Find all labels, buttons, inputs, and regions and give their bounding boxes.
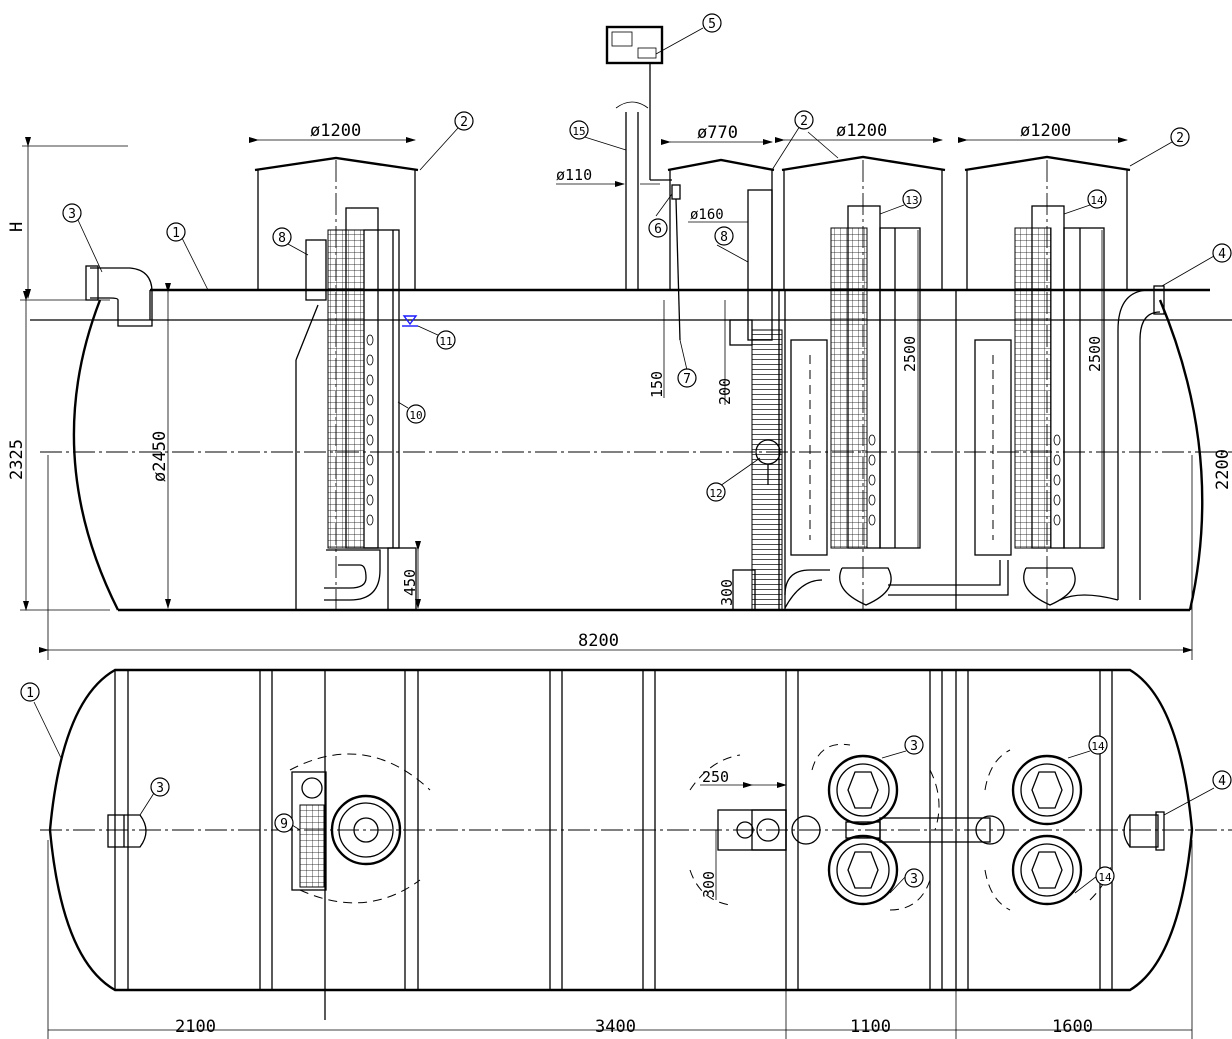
dim-manhole-2: ø770: [697, 123, 738, 143]
callout-4-side: 4: [1218, 247, 1226, 262]
reactor-4-plan: [984, 749, 1113, 911]
callout-13-side: 13: [905, 194, 918, 207]
plan-dimensions: 2100 3400 1100 1600 250 300: [47, 768, 1193, 1039]
outlet-pipe-plan: [1123, 811, 1165, 851]
dim-250: 250: [702, 768, 729, 786]
dim-height-total: 2325: [7, 439, 27, 480]
reactor-module-4: [974, 160, 1105, 610]
callout-12: 12: [709, 487, 722, 500]
callout-3-plan-bottom: 3: [910, 872, 918, 887]
outlet-pipe: [1059, 285, 1165, 601]
manhole-4: [964, 155, 1131, 290]
filter-module-1: [305, 160, 417, 611]
callout-14-side: 14: [1090, 194, 1104, 207]
callout-2-manhole1: 2: [460, 115, 468, 130]
dim-150: 150: [648, 371, 666, 398]
callouts: 1 3 8 2 5 15 6 7 8 11 10 12 2 2 13 14 4 …: [20, 13, 1232, 894]
dim-manhole-1: ø1200: [310, 121, 361, 141]
callout-2-manhole23: 2: [800, 114, 808, 129]
dim-seg-c: 1100: [850, 1017, 891, 1037]
filter-plan: [289, 753, 431, 904]
dim-cover-height: H: [7, 222, 27, 232]
callout-1-plan: 1: [26, 686, 34, 701]
callout-3-side: 3: [68, 207, 76, 222]
reactor-3-plan: [811, 743, 1005, 911]
callout-9: 9: [280, 817, 288, 832]
callout-14-plan-bottom: 14: [1098, 871, 1112, 884]
manhole-2: [667, 158, 775, 290]
callout-11: 11: [439, 335, 452, 348]
dim-2500-b: 2500: [1086, 336, 1104, 372]
callout-15: 15: [572, 125, 585, 138]
callout-3-plan: 3: [156, 781, 164, 796]
callout-14-plan-top: 14: [1091, 740, 1105, 753]
callout-4-plan: 4: [1218, 774, 1226, 789]
dim-seg-a: 2100: [175, 1017, 216, 1037]
inlet-pipe-plan: [107, 814, 147, 848]
dim-pipe-160: ø160: [690, 207, 724, 223]
callout-2-manhole4: 2: [1176, 131, 1184, 146]
dim-inner-diameter: ø2450: [150, 431, 170, 482]
manhole-1: [254, 156, 419, 290]
dim-manhole-4: ø1200: [1020, 121, 1071, 141]
callout-8-side: 8: [278, 231, 286, 246]
dim-manhole-3: ø1200: [836, 121, 887, 141]
chamber-plan: [689, 754, 821, 906]
level-sensor: [671, 184, 681, 200]
dim-300-side: 300: [718, 579, 736, 606]
dim-seg-d: 1600: [1052, 1017, 1093, 1037]
callout-1-side: 1: [172, 226, 180, 241]
plan-view: 2100 3400 1100 1600 250 300: [40, 668, 1232, 1039]
control-box: [605, 25, 672, 181]
callout-5: 5: [708, 17, 716, 32]
tank-shell-plan: [48, 668, 1194, 992]
inlet-pipe: [85, 265, 153, 327]
dim-2500-a: 2500: [901, 336, 919, 372]
vent-pipe: [615, 101, 649, 290]
callout-10: 10: [409, 409, 422, 422]
callout-6: 6: [654, 222, 662, 237]
callout-3-plan-top: 3: [910, 739, 918, 754]
dim-total-length: 8200: [578, 631, 619, 651]
side-dimensions: 8200 2325 H ø2450 2200 ø1200 ø770 ø1200 …: [7, 121, 1232, 660]
sludge-channel: [751, 329, 783, 611]
dim-300-plan: 300: [700, 871, 718, 898]
tank-shell-side: [72, 288, 1210, 612]
callout-8-second: 8: [720, 230, 728, 245]
dim-450: 450: [401, 569, 419, 596]
reactor-module-3: [784, 160, 1009, 610]
dim-height-right: 2200: [1213, 449, 1232, 490]
dim-pipe-110: ø110: [556, 166, 592, 184]
callout-7: 7: [683, 372, 691, 387]
dim-200: 200: [716, 378, 734, 405]
manhole-3: [781, 155, 946, 290]
side-elevation-view: 8200 2325 H ø2450 2200 ø1200 ø770 ø1200 …: [7, 25, 1232, 660]
water-level-marker: [402, 315, 418, 327]
dim-seg-b: 3400: [595, 1017, 636, 1037]
